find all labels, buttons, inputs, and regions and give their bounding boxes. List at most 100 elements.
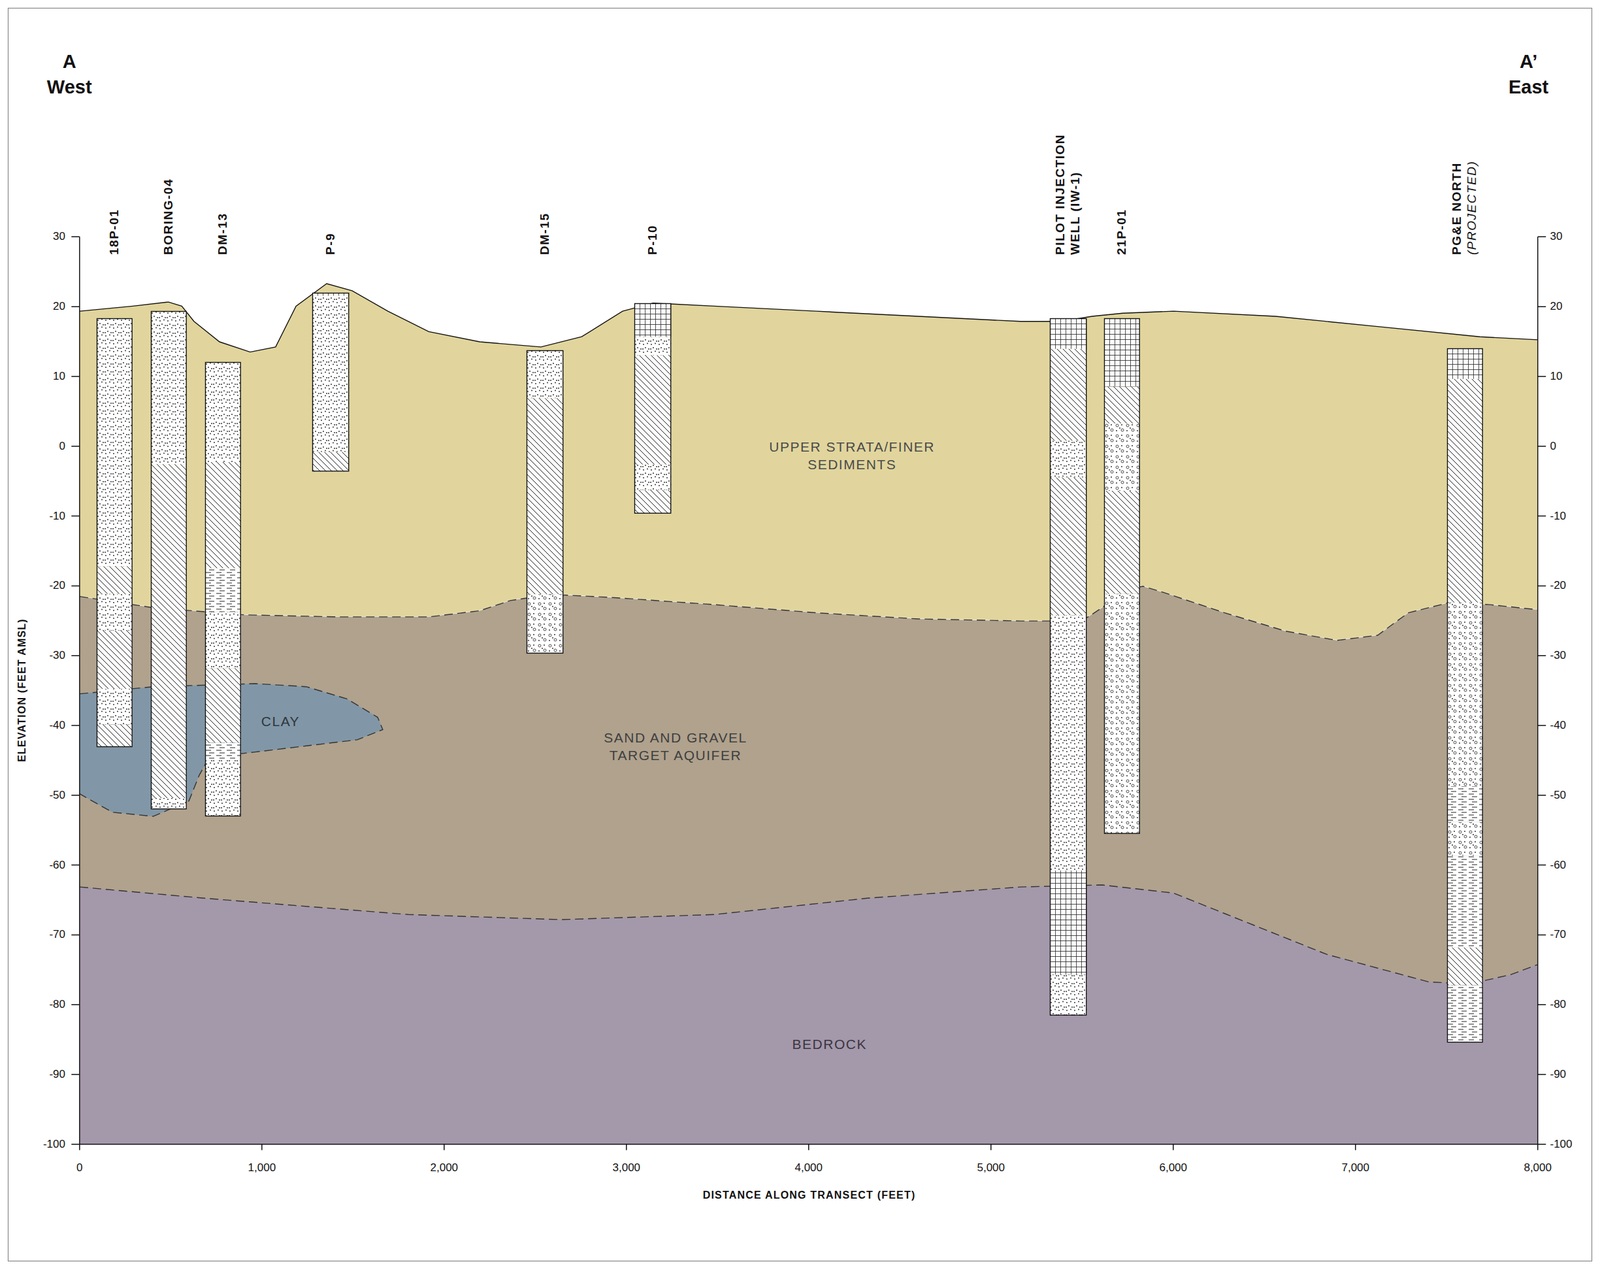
- tick-label: 4,000: [794, 1160, 823, 1175]
- tick-label: -20: [48, 578, 66, 592]
- label-anchor: 5,000: [976, 1160, 1005, 1175]
- label-anchor: 0: [58, 439, 65, 453]
- unit-fill: [79, 283, 1538, 640]
- tick-label: 0: [58, 439, 65, 453]
- unit-label: CLAY: [261, 712, 300, 731]
- label-anchor: 8,000: [1523, 1160, 1552, 1175]
- tick-label: -40: [1549, 718, 1567, 732]
- label-anchor: 1,000: [248, 1160, 277, 1175]
- label-anchor: 0: [1549, 439, 1556, 453]
- lithology-segment: [1447, 984, 1484, 1042]
- lithology-segment: [96, 593, 133, 631]
- boring-column: [150, 310, 187, 809]
- boring-log: 21P-01: [1104, 318, 1141, 834]
- contact-line: [79, 586, 1538, 641]
- lithology-segment: [634, 355, 671, 465]
- label-anchor: 6,000: [1159, 1160, 1188, 1175]
- contact-line: [79, 884, 1538, 984]
- section-end-label: West: [47, 75, 93, 98]
- label-anchor: A: [62, 50, 77, 72]
- tick-label: 10: [52, 369, 66, 383]
- lithology-segment: [1447, 946, 1484, 985]
- boring-column: [312, 292, 349, 472]
- lithology-segment: [634, 336, 671, 355]
- tick-label: 20: [52, 299, 66, 313]
- label-anchor: -30: [1549, 648, 1567, 662]
- label-anchor: -70: [1549, 927, 1567, 941]
- label-anchor: -40: [1549, 718, 1567, 732]
- label-anchor: 30: [52, 229, 66, 244]
- label-anchor: -80: [48, 997, 66, 1011]
- lithology-segment: [1447, 378, 1484, 602]
- boring-log: P-9: [312, 292, 349, 472]
- tick-label: -20: [1549, 578, 1567, 592]
- well-label: 18P-01: [107, 209, 123, 255]
- lithology-segment: [526, 593, 564, 654]
- lithology-segment: [634, 464, 671, 490]
- well-label-box: P-10: [645, 224, 661, 255]
- tick-label: 30: [52, 229, 66, 244]
- label-anchor: 7,000: [1341, 1160, 1370, 1175]
- lithology-segment: [96, 724, 133, 747]
- section-end-label: A’: [1519, 50, 1538, 72]
- lithology-segment: [205, 760, 242, 817]
- unit-fill: [79, 884, 1538, 1144]
- tick-label: -70: [1549, 927, 1567, 941]
- geologic-unit: UPPER STRATA/FINER SEDIMENTS: [79, 283, 1538, 640]
- label-anchor: -30: [48, 648, 66, 662]
- label-anchor: -70: [48, 927, 66, 941]
- label-anchor: -90: [48, 1067, 66, 1081]
- label-anchor: 4,000: [794, 1160, 823, 1175]
- axis-title: DISTANCE ALONG TRANSECT (FEET): [702, 1189, 916, 1201]
- well-label-box: P-9: [323, 232, 339, 255]
- label-anchor: 20: [52, 299, 66, 313]
- tick-label: -100: [43, 1137, 66, 1151]
- boring-log: DM-13: [205, 361, 242, 817]
- tick-label: -60: [1549, 858, 1567, 872]
- lithology-segment: [96, 318, 133, 567]
- tick-label: -30: [48, 648, 66, 662]
- label-anchor: -40: [48, 718, 66, 732]
- well-label: DM-15: [537, 212, 553, 256]
- lithology-segment: [205, 568, 242, 613]
- column-outline: [1447, 348, 1483, 1042]
- unit-label: SAND AND GRAVEL TARGET AQUIFER: [580, 727, 771, 764]
- tick-label: 3,000: [612, 1160, 641, 1175]
- well-label: 21P-01: [1114, 209, 1130, 255]
- boring-log: BORING-04: [150, 310, 187, 809]
- tick-label: 20: [1549, 299, 1563, 313]
- label-anchor: -100: [1549, 1137, 1572, 1151]
- well-label-box: 21P-01: [1114, 209, 1130, 255]
- tick-label: -90: [1549, 1067, 1567, 1081]
- tick-label: 2,000: [430, 1160, 459, 1175]
- tick-label: -100: [1549, 1137, 1572, 1151]
- lithology-segment: [1049, 477, 1087, 616]
- lithology-segment: [205, 361, 242, 462]
- label-anchor: 3,000: [612, 1160, 641, 1175]
- label-anchor: -20: [48, 578, 66, 592]
- label-anchor: DISTANCE ALONG TRANSECT (FEET): [702, 1189, 916, 1201]
- column-outline: [312, 293, 349, 472]
- label-anchor: ELEVATION (FEET AMSL): [16, 618, 29, 762]
- lithology-segment: [1049, 615, 1087, 871]
- tick-label: -30: [1549, 648, 1567, 662]
- label-anchor: -10: [1549, 509, 1567, 523]
- lithology-segment: [634, 303, 671, 338]
- lithology-segment: [1049, 348, 1087, 441]
- y-axis: [1537, 236, 1539, 1144]
- lithology-segment: [1104, 593, 1141, 834]
- well-label-box: DM-15: [537, 212, 553, 256]
- lithology-segment: [205, 462, 242, 569]
- label-anchor: 2,000: [430, 1160, 459, 1175]
- tick-label: 0: [76, 1160, 83, 1175]
- well-label: P-10: [645, 224, 661, 255]
- label-anchor: -90: [1549, 1067, 1567, 1081]
- label-anchor: -60: [48, 858, 66, 872]
- ground-surface: [79, 283, 1538, 353]
- lithology-segment: [1447, 821, 1484, 856]
- lithology-segment: [1049, 974, 1087, 1016]
- well-label: PILOT INJECTION WELL (IW-1): [1053, 97, 1084, 255]
- tick-label: -90: [48, 1067, 66, 1081]
